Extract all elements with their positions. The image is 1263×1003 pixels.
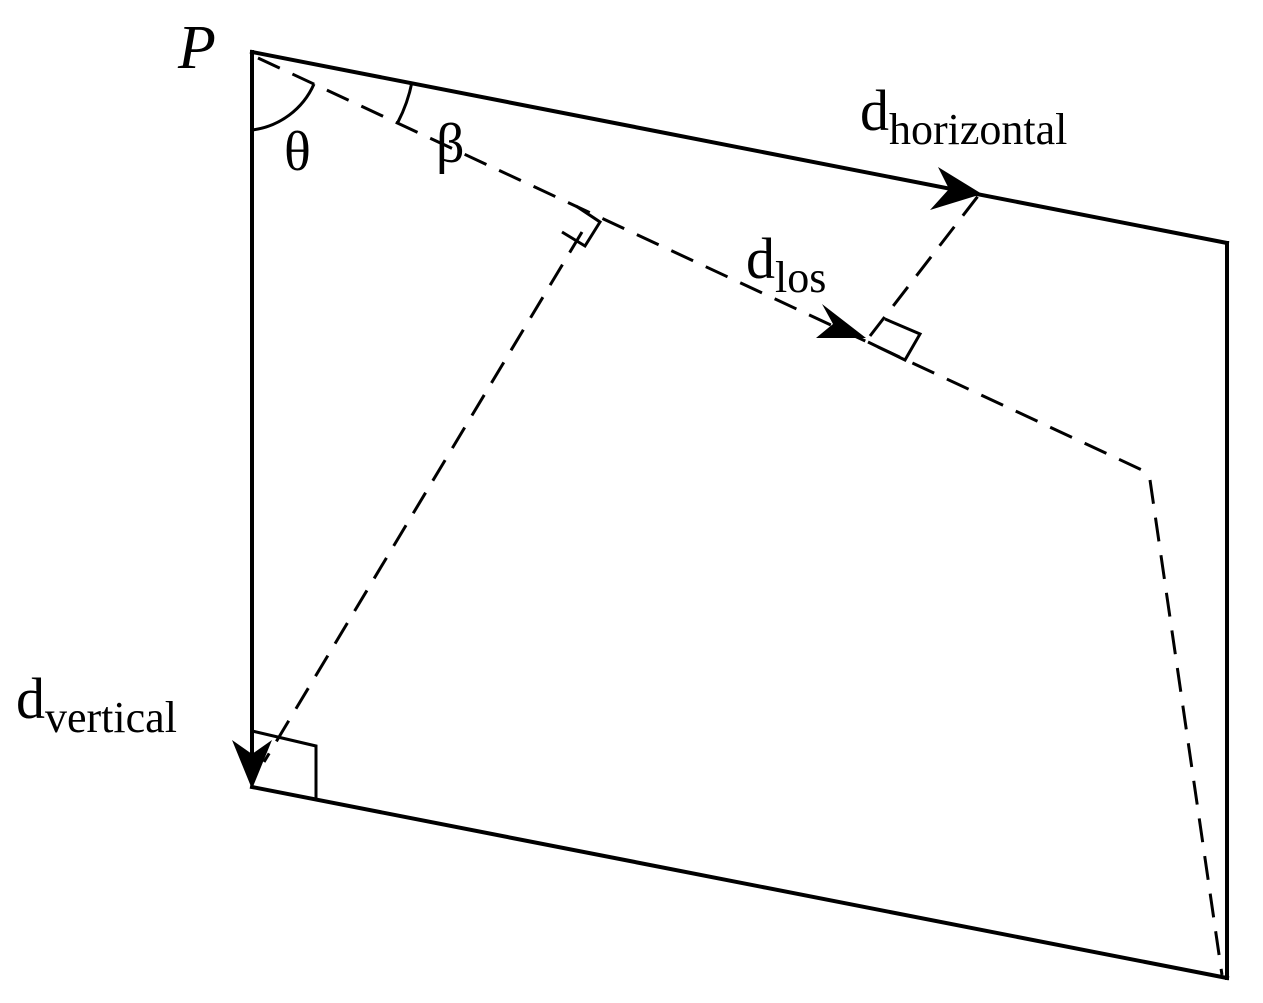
d-horizontal-label: dhorizontal xyxy=(860,78,1067,154)
top-edge xyxy=(249,49,1230,246)
right-angle-marker-los-lower xyxy=(867,317,923,362)
d-los-label: dlos xyxy=(746,226,826,302)
d-vertical-label: dvertical xyxy=(16,666,177,742)
line-of-sight-dashed xyxy=(257,56,1143,472)
far-dashed-edge xyxy=(1148,479,1224,976)
vertical-projection-dashed xyxy=(262,231,584,763)
point-p-label: P xyxy=(177,14,216,82)
d-vertical-arrowhead xyxy=(232,740,272,789)
d-horizontal-main: d xyxy=(860,78,889,143)
d-los-arrowhead xyxy=(816,304,866,338)
theta-angle-arc xyxy=(251,83,316,132)
d-los-main: d xyxy=(746,226,775,291)
d-los-sub: los xyxy=(775,253,826,302)
right-angle-marker-bottom xyxy=(251,729,318,798)
d-horizontal-sub: horizontal xyxy=(889,105,1067,154)
theta-label: θ xyxy=(284,121,311,183)
bottom-edge xyxy=(249,784,1230,981)
beta-angle-arc xyxy=(396,81,414,123)
d-vertical-sub: vertical xyxy=(45,693,177,742)
horizontal-projection-dashed xyxy=(868,195,980,337)
d-horizontal-arrowhead xyxy=(930,167,982,210)
d-vertical-main: d xyxy=(16,666,45,731)
beta-label: β xyxy=(436,113,465,175)
right-angle-marker-los-upper xyxy=(561,204,603,249)
